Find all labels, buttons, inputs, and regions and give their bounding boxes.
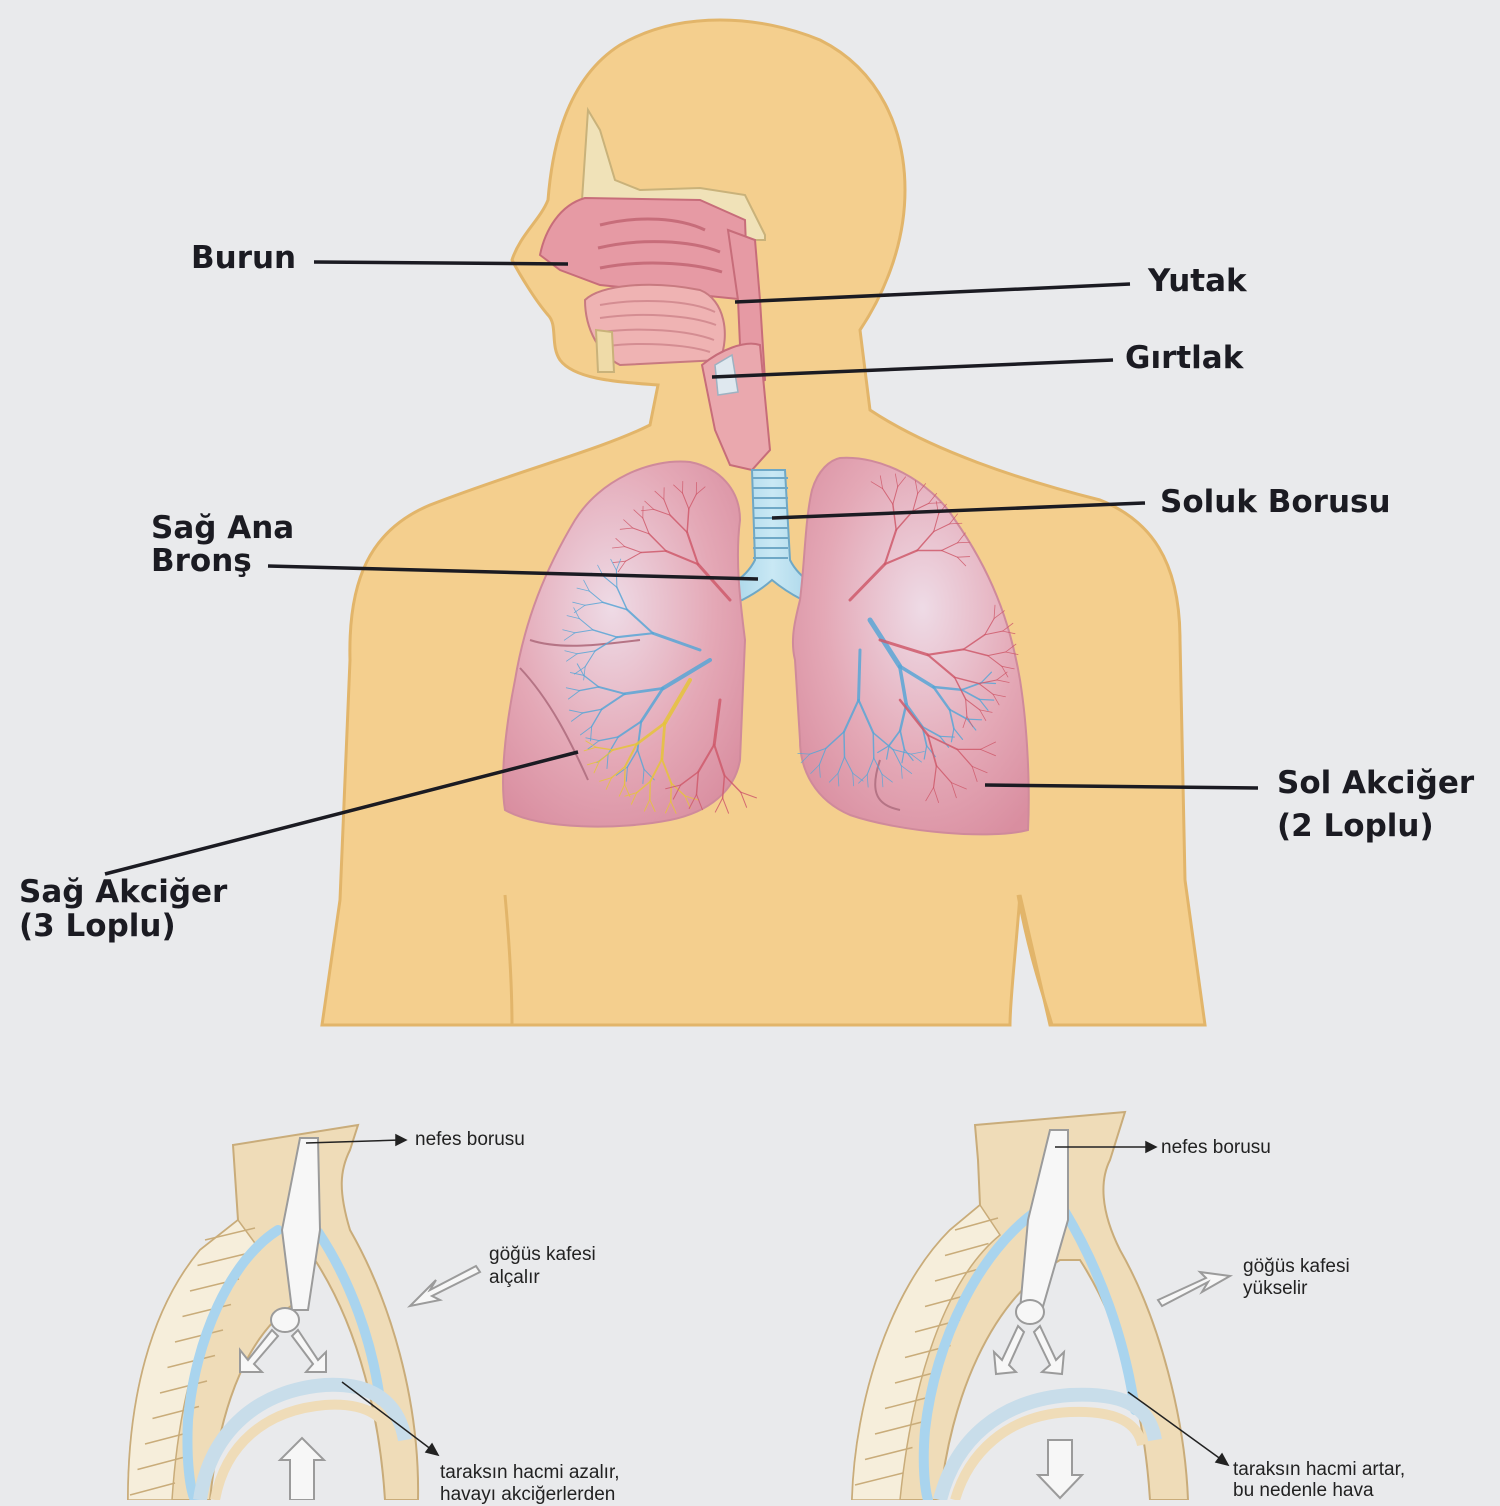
vessel-branch — [650, 781, 651, 799]
vessel-branch — [859, 650, 860, 700]
label-left-lung-line2: (2 Loplu) — [1277, 810, 1434, 842]
vessel-branch — [873, 733, 874, 758]
label-right-lung-line2: (3 Loplu) — [19, 910, 176, 942]
vessel-branch — [979, 699, 993, 700]
exhale-diagram — [128, 1125, 480, 1500]
vessel-branch — [671, 783, 672, 801]
inhale-airway-label: nefes borusu — [1161, 1137, 1271, 1159]
vessel-branch — [940, 736, 954, 737]
label-right-lung-line1: Sağ Akciğer — [19, 876, 227, 908]
vessel-branch — [625, 766, 626, 784]
inhale-chest-line2: yükselir — [1243, 1278, 1307, 1300]
label-nose: Burun — [191, 242, 296, 274]
inhale-airway-end — [1016, 1300, 1044, 1324]
inhale-diagram — [852, 1112, 1230, 1500]
exhale-volume-line2: havayı akciğerlerden — [440, 1484, 615, 1506]
label-right-bronchus-line1: Sağ Ana — [151, 512, 294, 544]
exhale-chest-line1: göğüs kafesi — [489, 1244, 596, 1266]
exhale-airway-end — [271, 1308, 299, 1332]
inhale-diaphragm-arrow — [1038, 1440, 1082, 1498]
label-left-lung-line1: Sol Akciğer — [1277, 767, 1474, 799]
leader-line-nose — [314, 262, 568, 264]
jaw-bone — [596, 330, 614, 372]
label-pharynx: Yutak — [1148, 265, 1247, 297]
exhale-volume-line1: taraksın hacmi azalır, — [440, 1462, 620, 1484]
exhale-chest-arrow — [410, 1266, 480, 1306]
vessel-branch — [616, 570, 617, 587]
inhale-volume-line2: bu nedenle hava — [1233, 1480, 1374, 1502]
inhale-chest-arrow — [1158, 1272, 1230, 1306]
inhale-volume-line1: taraksın hacmi artar, — [1233, 1459, 1405, 1481]
label-trachea: Soluk Borusu — [1160, 486, 1391, 518]
label-larynx: Gırtlak — [1125, 342, 1243, 374]
inhale-chest-line1: göğüs kafesi — [1243, 1256, 1350, 1278]
exhale-diaphragm-arrow — [280, 1438, 324, 1500]
exhale-chest-line2: alçalır — [489, 1267, 540, 1289]
exhale-airway-label: nefes borusu — [415, 1129, 525, 1151]
label-right-bronchus-line2: Bronş — [151, 545, 252, 577]
vessel-branch — [844, 732, 845, 757]
